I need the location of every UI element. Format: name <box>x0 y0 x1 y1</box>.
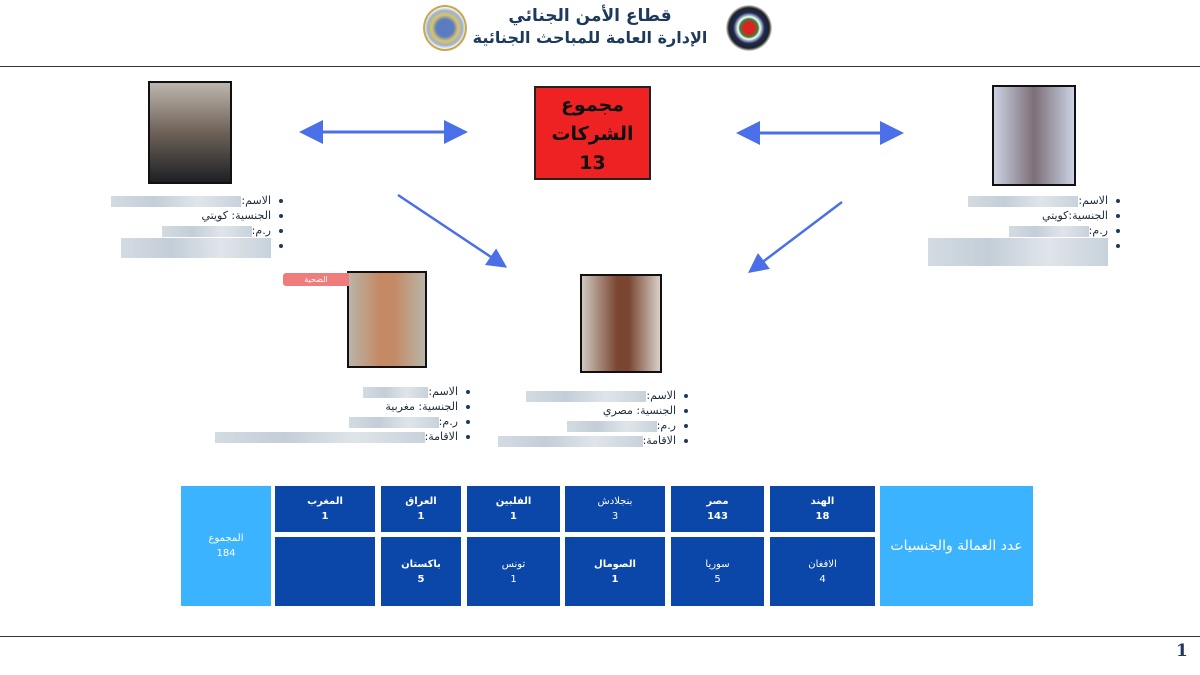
info-nationality: الجنسية: مصري <box>498 403 690 418</box>
info-nationality: الجنسية:كويتي <box>928 208 1122 223</box>
person-photo-right <box>992 85 1076 186</box>
worker-count: 1 <box>510 573 517 585</box>
header-divider <box>0 66 1200 67</box>
footer-divider <box>0 636 1200 637</box>
kuwait-police-logo <box>726 5 772 51</box>
nationality-label: مصر <box>706 496 729 507</box>
nationality-label: الافغان <box>808 558 837 570</box>
nationality-label: الفلبين <box>495 496 532 507</box>
labor-cell: الافغان 4 <box>770 537 875 606</box>
worker-count: 5 <box>714 573 721 585</box>
box-line1: مجموع <box>560 94 625 116</box>
labor-cell: مصر 143 <box>671 486 764 532</box>
info-id: ر.م: <box>498 418 690 433</box>
info-extra <box>111 238 285 258</box>
victim-photo <box>347 271 427 368</box>
info-extra <box>928 238 1122 266</box>
labor-cell <box>275 537 375 606</box>
nationality-label: العراق <box>405 496 437 507</box>
worker-count: 1 <box>510 511 517 522</box>
labor-cell: سوريا 5 <box>671 537 764 606</box>
page-number: 1 <box>1176 641 1188 661</box>
worker-count: 5 <box>417 573 425 585</box>
labor-cell: تونس 1 <box>467 537 560 606</box>
header-title: قطاع الأمن الجنائي الإدارة العامة للمباح… <box>470 6 710 48</box>
header-line1: قطاع الأمن الجنائي <box>508 6 672 26</box>
box-line2: الشركات <box>551 123 634 145</box>
labor-cell: الهند 18 <box>770 486 875 532</box>
info-id: ر.م: <box>928 223 1122 238</box>
info-id: ر.م: <box>111 223 285 238</box>
person-photo-center <box>580 274 662 373</box>
arrow-left-down <box>397 193 508 268</box>
worker-count: 1 <box>611 573 619 585</box>
labor-table-title: عدد العمالة والجنسيات <box>880 486 1033 606</box>
person-info-right: الاسم: الجنسية:كويتي ر.م: <box>928 193 1122 266</box>
worker-count: 4 <box>819 573 826 585</box>
companies-total-box: مجموع الشركات 13 <box>534 86 651 180</box>
nationality-label: الصومال <box>594 558 636 570</box>
criminal-security-logo <box>423 5 467 51</box>
labor-cell: بنجلادش 3 <box>565 486 665 532</box>
victim-tag: الضحية <box>283 273 349 286</box>
labor-cell: الصومال 1 <box>565 537 665 606</box>
person-info-left: الاسم: الجنسية: كويتي ر.م: <box>111 193 285 258</box>
person-info-victim: الاسم: الجنسية: مغربية ر.م: الاقامة: <box>214 384 472 444</box>
person-info-center: الاسم: الجنسية: مصري ر.م: الاقامة: <box>497 388 690 448</box>
labor-cell: الفلبين 1 <box>467 486 560 532</box>
nationality-label: بنجلادش <box>597 496 633 507</box>
companies-count: 13 <box>579 152 606 174</box>
info-name: الاسم: <box>928 193 1122 208</box>
worker-count: 1 <box>417 511 425 522</box>
info-nationality: الجنسية: كويتي <box>111 208 285 223</box>
info-residence: الاقامة: <box>497 433 690 448</box>
info-name: الاسم: <box>498 388 690 403</box>
worker-count: 143 <box>707 511 728 522</box>
labor-cell: المغرب 1 <box>275 486 375 532</box>
header-line2: الإدارة العامة للمباحث الجنائية <box>472 28 708 47</box>
info-name: الاسم: <box>215 384 472 399</box>
nationality-label: سوريا <box>705 558 730 570</box>
worker-count: 1 <box>321 511 329 522</box>
nationality-label: تونس <box>501 558 526 570</box>
nationality-label: المغرب <box>307 496 343 507</box>
labor-cell: باكستان 5 <box>381 537 461 606</box>
info-id: ر.م: <box>215 414 472 429</box>
info-nationality: الجنسية: مغربية <box>215 399 472 414</box>
person-photo-left <box>148 81 232 184</box>
arrow-right-down <box>748 201 843 274</box>
info-residence: الاقامة: <box>214 429 472 444</box>
nationality-label: الهند <box>810 496 835 507</box>
nationality-label: باكستان <box>401 558 441 570</box>
info-name: الاسم: <box>111 193 285 208</box>
worker-count: 18 <box>815 511 830 522</box>
worker-count: 3 <box>611 511 619 522</box>
labor-cell: العراق 1 <box>381 486 461 532</box>
